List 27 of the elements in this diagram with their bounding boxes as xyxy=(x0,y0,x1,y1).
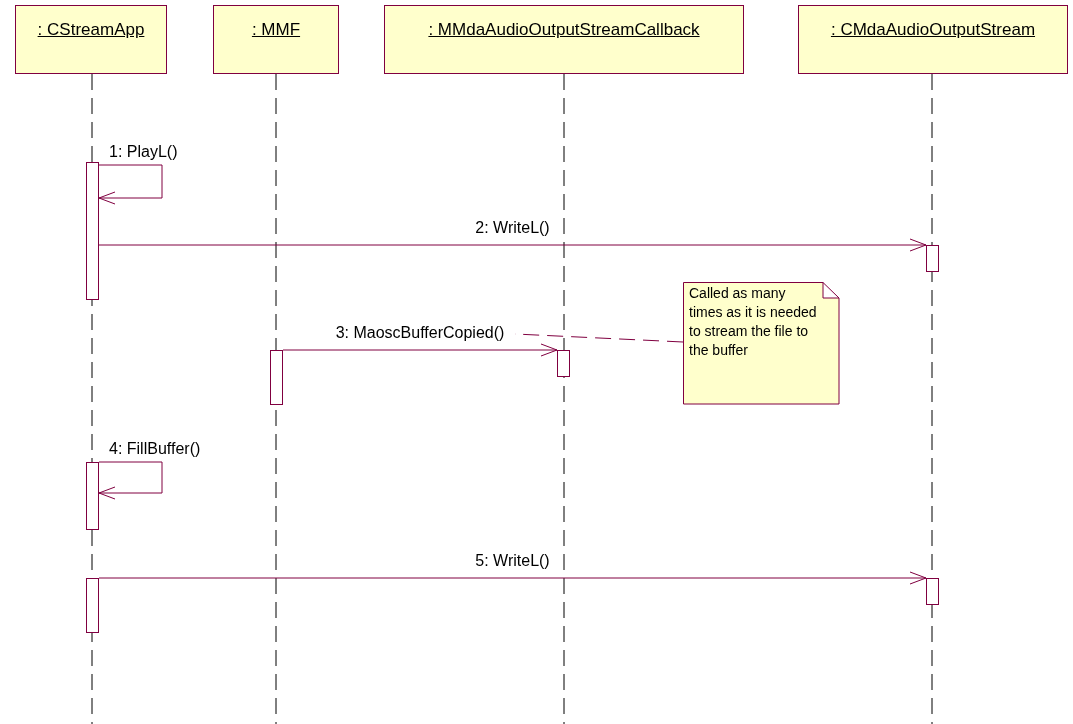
message-arrow xyxy=(98,461,163,500)
message-label: 4: FillBuffer() xyxy=(109,440,201,458)
message-arrow xyxy=(98,571,927,585)
message-arrow xyxy=(98,164,163,205)
participant-name: : MMF xyxy=(251,20,301,40)
message-label: 2: WriteL() xyxy=(475,219,550,237)
note xyxy=(683,282,840,405)
message-label: 1: PlayL() xyxy=(109,143,178,161)
activation-bar xyxy=(926,245,939,272)
activation-bar xyxy=(86,162,99,300)
participant-name: : CStreamApp xyxy=(37,20,145,40)
lifeline-header xyxy=(384,5,744,74)
lifeline-header xyxy=(213,5,339,74)
message-arrow xyxy=(282,343,558,357)
note-text: Called as many times as it is needed to stream the file to the buffer xyxy=(689,284,818,360)
lifeline-header xyxy=(15,5,167,74)
activation-bar xyxy=(270,350,283,405)
message-label: 5: WriteL() xyxy=(475,552,550,570)
activation-bar xyxy=(86,578,99,633)
activation-bar xyxy=(557,350,570,377)
activation-bar xyxy=(86,462,99,530)
message-arrow xyxy=(98,238,927,252)
lifeline-header xyxy=(798,5,1068,74)
message-label: 3: MaoscBufferCopied() xyxy=(335,324,505,342)
activation-bar xyxy=(926,578,939,605)
participant-name: : MMdaAudioOutputStreamCallback xyxy=(428,20,700,40)
participant-name: : CMdaAudioOutputStream xyxy=(830,20,1036,40)
